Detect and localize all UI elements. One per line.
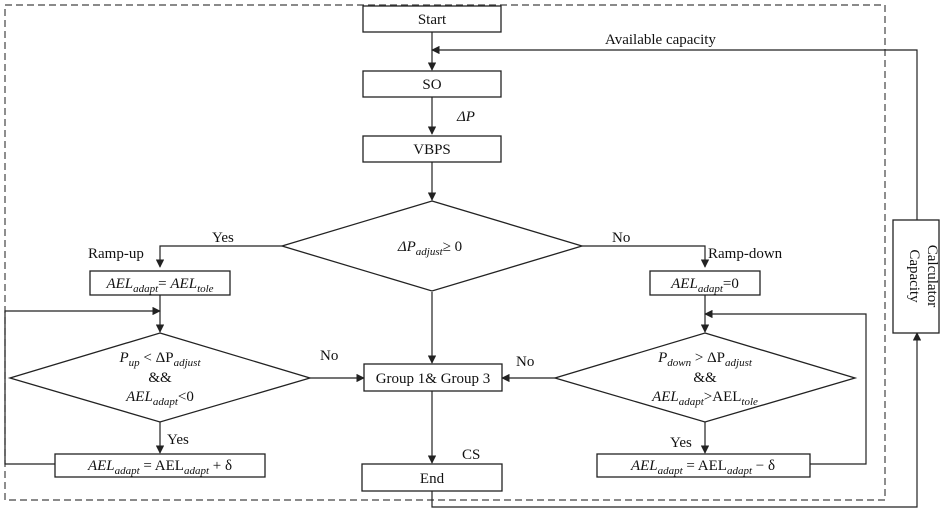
edge-end-capacity — [431, 332, 922, 508]
edge-labels: Available capacity ΔP Yes No Ramp-up Ram… — [88, 32, 783, 463]
node-vbps: VBPS — [362, 135, 502, 163]
capacity-calculator-line1: Capacity — [906, 249, 922, 303]
end-label: End — [420, 471, 445, 487]
node-capacity-calculator: Capacity Calculator — [892, 219, 940, 334]
edge-capacity-top — [431, 45, 918, 220]
system-boundary — [4, 4, 886, 501]
connectors — [4, 32, 922, 508]
left-decision-line3: AELadapt<0 — [125, 389, 194, 408]
yes-label-main: Yes — [212, 230, 234, 246]
left-init-label: AELadapt= AELtole — [105, 276, 213, 295]
start-label: Start — [418, 12, 447, 28]
left-decision-line2: && — [148, 370, 172, 386]
right-decision-line3: AELadapt>AELtole — [651, 389, 758, 408]
left-update-label: AELadapt = AELadapt + δ — [87, 458, 232, 477]
decision-main-label: ΔPadjust≥ 0 — [397, 239, 462, 258]
edge-decision-rampdown — [582, 245, 710, 268]
node-left-decision: Pup < ΔPadjust && AELadapt<0 — [7, 332, 313, 423]
node-left-init: AELadapt= AELtole — [89, 270, 231, 296]
node-left-update: AELadapt = AELadapt + δ — [54, 453, 266, 478]
vbps-label: VBPS — [413, 142, 451, 158]
right-decision-line1: Pdown > ΔPadjust — [657, 350, 753, 369]
no-label-right-decision: No — [516, 354, 534, 370]
right-update-label: AELadapt = AELadapt − δ — [630, 458, 775, 477]
edge-left-loop — [4, 306, 161, 465]
so-label: SO — [422, 77, 441, 93]
node-end: End — [361, 463, 503, 492]
node-right-decision: Pdown > ΔPadjust && AELadapt>AELtole — [552, 332, 858, 423]
node-right-update: AELadapt = AELadapt − δ — [596, 453, 811, 478]
edge-decision-rampup — [155, 245, 282, 268]
capacity-calculator-line2: Calculator — [924, 245, 940, 307]
left-decision-line1: Pup < ΔPadjust — [118, 350, 201, 369]
node-group: Group 1& Group 3 — [363, 363, 503, 392]
available-capacity-label: Available capacity — [605, 32, 716, 48]
right-init-label: AELadapt=0 — [670, 276, 739, 295]
ramp-up-label: Ramp-up — [88, 246, 144, 262]
yes-label-left-decision: Yes — [167, 432, 189, 448]
edge-right-loop — [704, 309, 867, 465]
right-decision-line2: && — [693, 370, 717, 386]
node-so: SO — [362, 70, 502, 98]
node-start: Start — [362, 5, 502, 33]
delta-p-label: ΔP — [456, 109, 475, 125]
group-label: Group 1& Group 3 — [376, 371, 491, 387]
no-label-left-decision: No — [320, 348, 338, 364]
ramp-down-label: Ramp-down — [708, 246, 783, 262]
node-right-init: AELadapt=0 — [649, 270, 761, 296]
node-decision-main: ΔPadjust≥ 0 — [279, 200, 585, 292]
cs-label: CS — [462, 447, 480, 463]
no-label-main: No — [612, 230, 630, 246]
yes-label-right-decision: Yes — [670, 435, 692, 451]
